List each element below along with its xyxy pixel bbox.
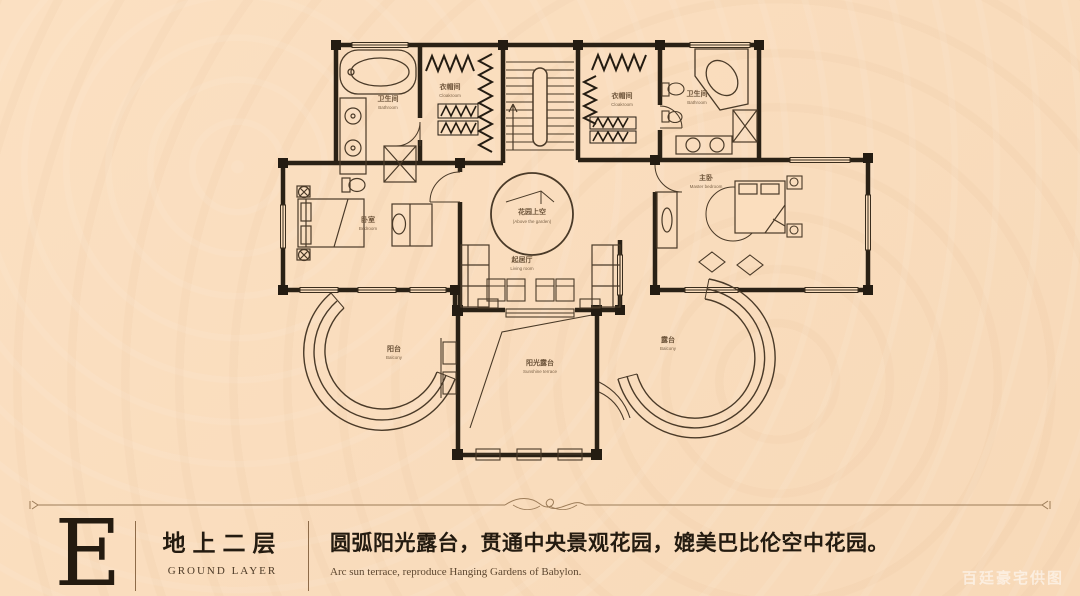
nightstands-master bbox=[786, 175, 803, 238]
balcony-left-arcs bbox=[303, 292, 456, 431]
corner-jacuzzi-tub bbox=[694, 48, 749, 111]
description-en: Arc sun terrace, reproduce Hanging Garde… bbox=[330, 566, 582, 578]
caption-divider-2 bbox=[308, 521, 309, 591]
master-door-arc bbox=[654, 164, 683, 193]
windows bbox=[280, 42, 871, 296]
room-label-void-zh: 花园上空 bbox=[518, 207, 546, 216]
wardrobe-hatching-right bbox=[581, 52, 647, 144]
ottoman-poufs bbox=[698, 251, 764, 276]
room-label-terrace-en: Sunshine terrace bbox=[523, 369, 558, 374]
sofas bbox=[460, 244, 621, 308]
armchairs bbox=[486, 278, 575, 302]
central-void-circle bbox=[490, 172, 574, 256]
room-label-balcony-left-zh: 阳台 bbox=[387, 344, 401, 353]
divider-end-right bbox=[1041, 500, 1051, 510]
wall-corner-blocks bbox=[278, 40, 873, 460]
plan-type-letter: E bbox=[54, 500, 122, 596]
balcony-right-arcs bbox=[617, 278, 776, 439]
room-labels: 卫生间 Bathroom 衣帽间 Cloakroom 衣帽间 Cloakroom… bbox=[359, 82, 723, 374]
wardrobe-master bbox=[656, 191, 678, 249]
bath-left-door-arc bbox=[395, 121, 421, 147]
room-label-master-en: Master bedroom bbox=[690, 184, 723, 189]
room-label-bath-right-en: Bathroom bbox=[687, 100, 707, 105]
room-label-bedroom-zh: 卧室 bbox=[361, 215, 375, 224]
divider-flourish bbox=[504, 498, 586, 509]
wardrobe-hatching-left bbox=[425, 53, 495, 153]
bathtub bbox=[339, 49, 417, 95]
hall-wall-consoles bbox=[477, 298, 601, 318]
bath-right-door-arc bbox=[659, 105, 683, 129]
caption-divider-1 bbox=[135, 521, 136, 591]
room-label-master-zh: 主卧 bbox=[699, 173, 713, 182]
room-label-balcony-left-en: Balcony bbox=[386, 355, 403, 360]
shower-stall-right bbox=[732, 109, 758, 143]
toilet bbox=[341, 177, 366, 193]
room-label-cloak-left-en: Cloakroom bbox=[439, 93, 461, 98]
room-label-bath-left-en: Bathroom bbox=[378, 105, 398, 110]
room-label-cloak-right-en: Cloakroom bbox=[611, 102, 633, 107]
description-block: 圆弧阳光露台，贯通中央景观花园，媲美巴比伦空中花园。 Arc sun terra… bbox=[330, 527, 889, 578]
floor-title-en: GROUND LAYER bbox=[167, 565, 278, 577]
room-label-cloak-right-zh: 衣帽间 bbox=[612, 91, 633, 100]
watermark: 百廷豪宅供图 bbox=[961, 570, 1064, 587]
room-label-bath-right-zh: 卫生间 bbox=[687, 89, 708, 98]
room-label-bedroom-en: Bedroom bbox=[359, 226, 378, 231]
bedroom-door-arc bbox=[429, 171, 461, 203]
divider-end-left bbox=[29, 500, 39, 510]
room-label-balcony-right-en: Balcony bbox=[660, 346, 677, 351]
toilet-and-bidet bbox=[661, 82, 685, 124]
description-zh: 圆弧阳光露台，贯通中央景观花园，媲美巴比伦空中花园。 bbox=[330, 531, 889, 555]
room-label-void-en: (Above the garden) bbox=[513, 219, 552, 224]
staircase bbox=[506, 61, 574, 151]
room-label-living-zh: 起居厅 bbox=[511, 255, 533, 264]
room-label-bath-left-zh: 卫生间 bbox=[378, 94, 399, 103]
room-label-terrace-zh: 阳光露台 bbox=[526, 358, 554, 367]
terrace-details bbox=[440, 314, 631, 461]
floor-title-block: 地上二层 GROUND LAYER bbox=[140, 524, 305, 577]
floor-title-zh: 地上二层 bbox=[162, 531, 283, 556]
ornamental-divider bbox=[29, 498, 1051, 511]
desk-left-bedroom bbox=[391, 203, 433, 247]
vanity-right bbox=[675, 135, 733, 155]
bed-left bbox=[296, 185, 365, 262]
vanity-double-sink bbox=[339, 97, 367, 175]
walls bbox=[280, 42, 871, 458]
room-label-living-en: Living room bbox=[510, 266, 534, 271]
room-label-balcony-right-zh: 露台 bbox=[661, 335, 675, 344]
bed-master bbox=[734, 180, 786, 234]
room-label-cloak-left-zh: 衣帽间 bbox=[440, 82, 461, 91]
